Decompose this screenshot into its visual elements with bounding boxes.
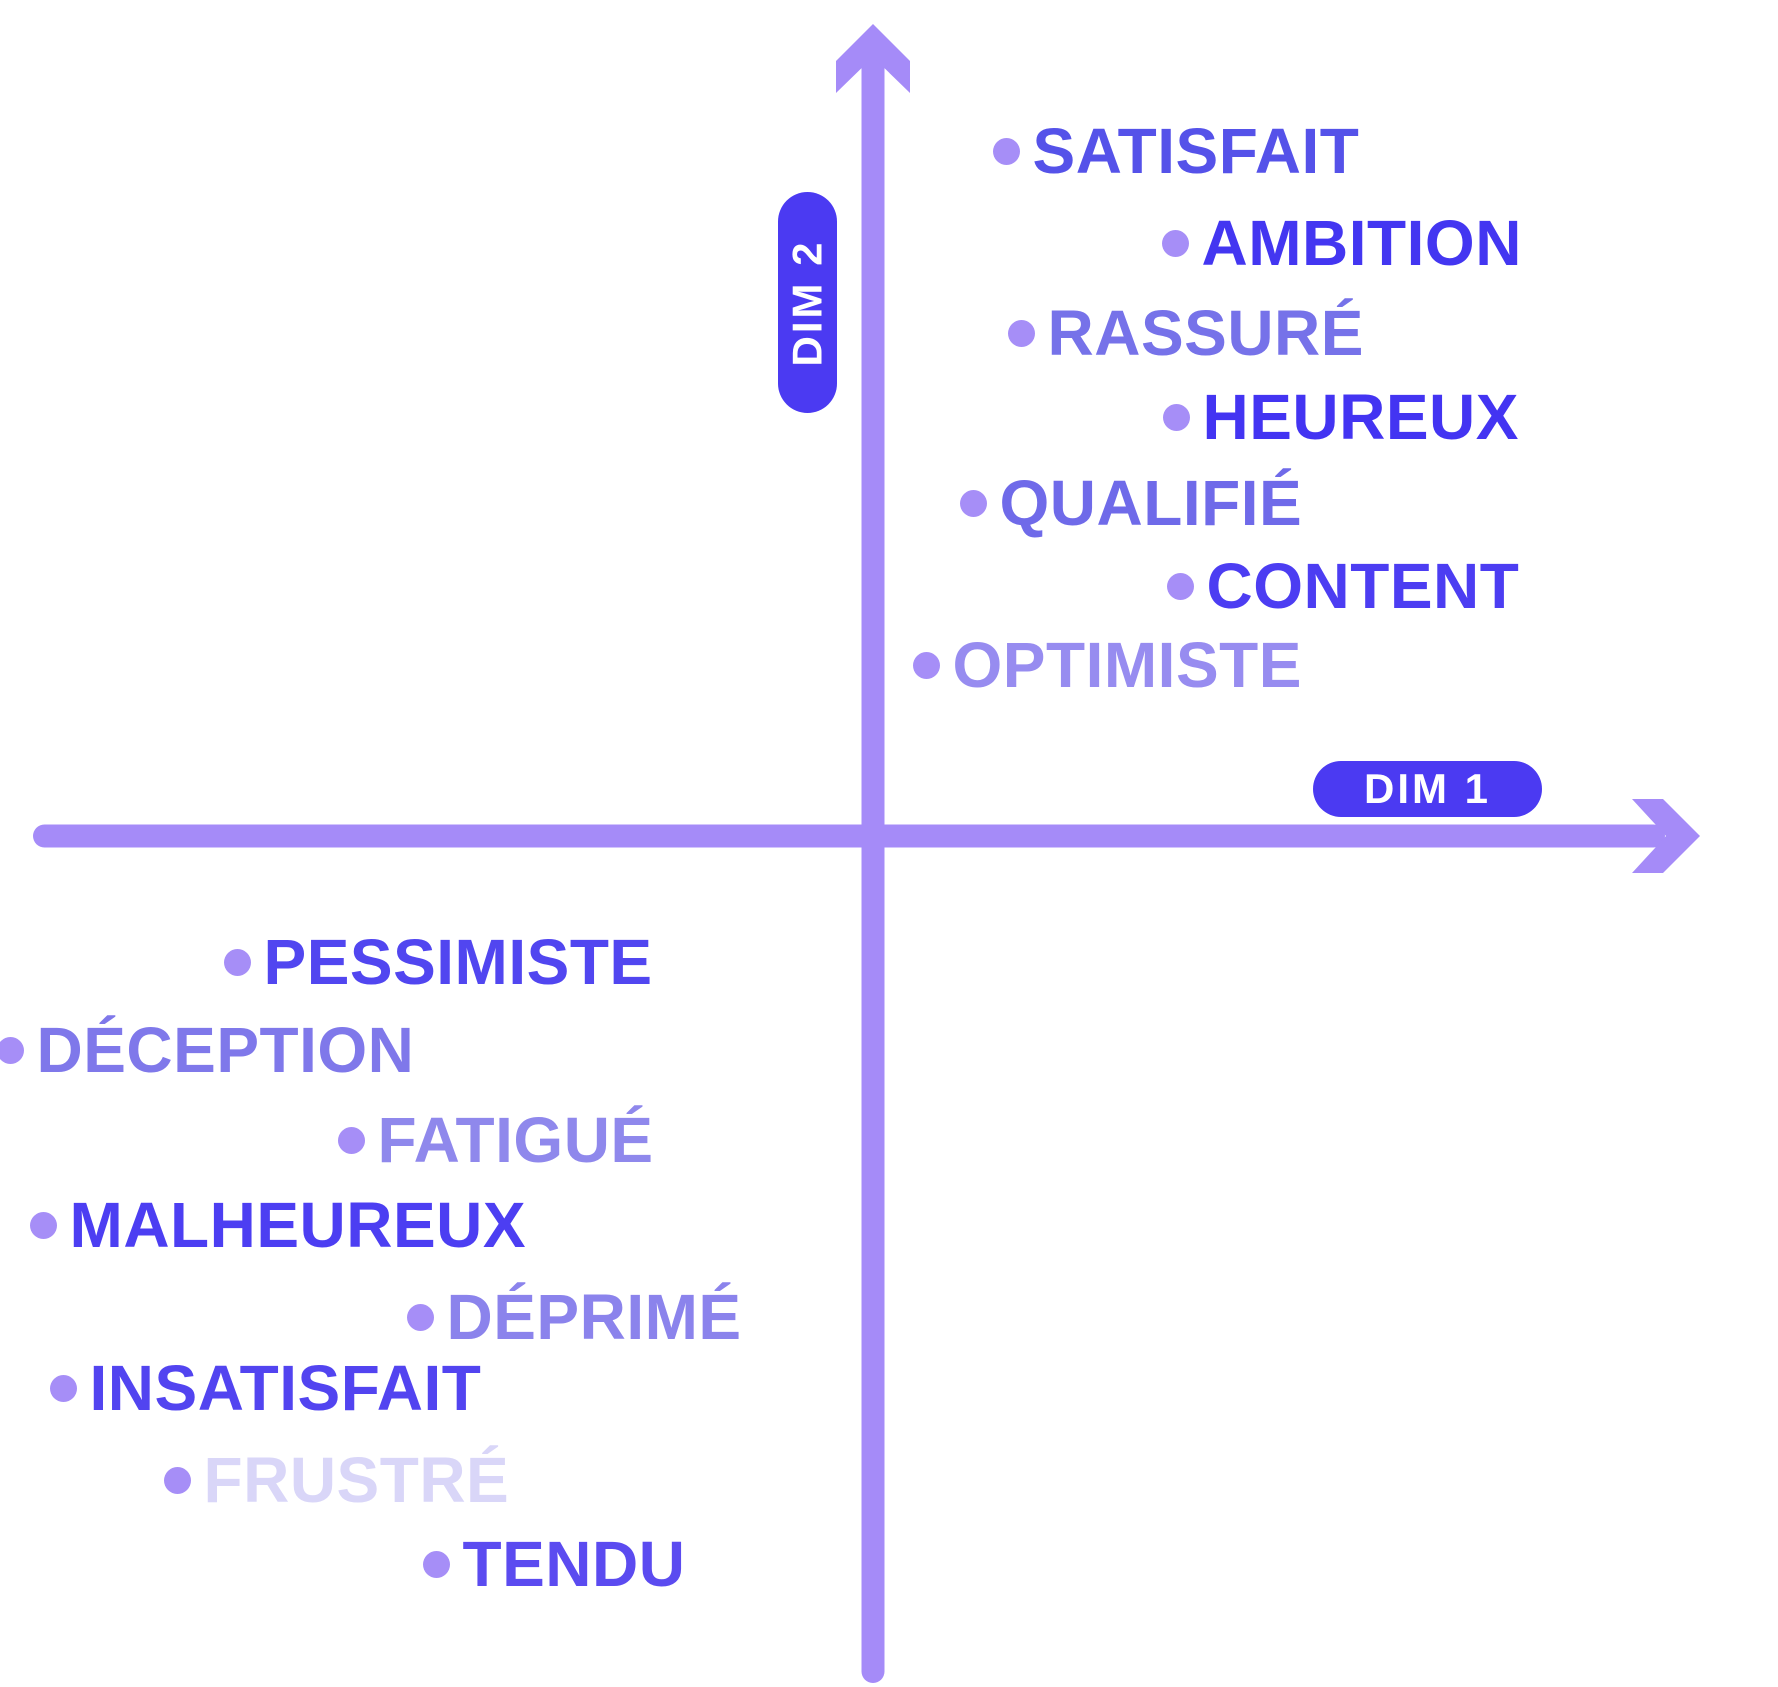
point-qualifie: QUALIFIÉ (959, 467, 1303, 539)
bullet-icon (422, 1550, 450, 1578)
y-axis-label-pill: DIM 2 (778, 192, 837, 413)
point-frustre: FRUSTRÉ (163, 1444, 510, 1516)
bullet-icon (163, 1466, 191, 1494)
bullet-icon (0, 1036, 24, 1064)
point-pessimiste: PESSIMISTE (223, 926, 653, 998)
bullet-icon (337, 1126, 365, 1154)
point-deprime: DÉPRIMÉ (406, 1281, 742, 1353)
bullet-icon (1162, 403, 1190, 431)
point-heureux: HEUREUX (1162, 381, 1519, 453)
bullet-icon (1166, 572, 1194, 600)
point-ambition: AMBITION (1161, 207, 1522, 279)
point-label: CONTENT (1206, 550, 1520, 622)
bullet-icon (1007, 319, 1035, 347)
point-deception: DÉCEPTION (0, 1018, 414, 1082)
point-tendu: TENDU (422, 1528, 686, 1600)
x-axis-label-pill: DIM 1 (1313, 761, 1542, 817)
point-label: QUALIFIÉ (999, 467, 1303, 539)
bullet-icon (959, 489, 987, 517)
bullet-icon (1161, 229, 1189, 257)
point-label: MALHEUREUX (69, 1189, 527, 1261)
point-label: OPTIMISTE (952, 629, 1302, 701)
point-rassure: RASSURÉ (1007, 297, 1364, 369)
bullet-icon (912, 651, 940, 679)
y-axis-line (861, 45, 885, 1683)
point-label: DÉPRIMÉ (446, 1281, 742, 1353)
bullet-icon (223, 948, 251, 976)
point-insatisfait: INSATISFAIT (49, 1352, 482, 1424)
point-label: PESSIMISTE (263, 926, 653, 998)
point-label: TENDU (462, 1528, 686, 1600)
bullet-icon (406, 1303, 434, 1331)
x-axis-arrow-icon (1632, 799, 1700, 873)
point-label: FATIGUÉ (377, 1104, 654, 1176)
x-axis-line (33, 824, 1665, 848)
point-malheureux: MALHEUREUX (29, 1189, 527, 1261)
point-label: DÉCEPTION (36, 1014, 415, 1086)
point-label: SATISFAIT (1032, 115, 1360, 187)
point-label: FRUSTRÉ (203, 1444, 510, 1516)
point-optimiste: OPTIMISTE (912, 629, 1302, 701)
point-content: CONTENT (1166, 550, 1520, 622)
point-label: HEUREUX (1202, 381, 1519, 453)
point-fatigue: FATIGUÉ (337, 1104, 654, 1176)
bullet-icon (29, 1211, 57, 1239)
x-axis-label: DIM 1 (1363, 765, 1491, 812)
y-axis-arrow-icon (836, 24, 910, 93)
point-label: INSATISFAIT (89, 1352, 482, 1424)
point-label: RASSURÉ (1047, 297, 1364, 369)
bullet-icon (992, 137, 1020, 165)
point-satisfait: SATISFAIT (992, 115, 1360, 187)
bullet-icon (49, 1374, 77, 1402)
point-label: AMBITION (1201, 207, 1522, 279)
